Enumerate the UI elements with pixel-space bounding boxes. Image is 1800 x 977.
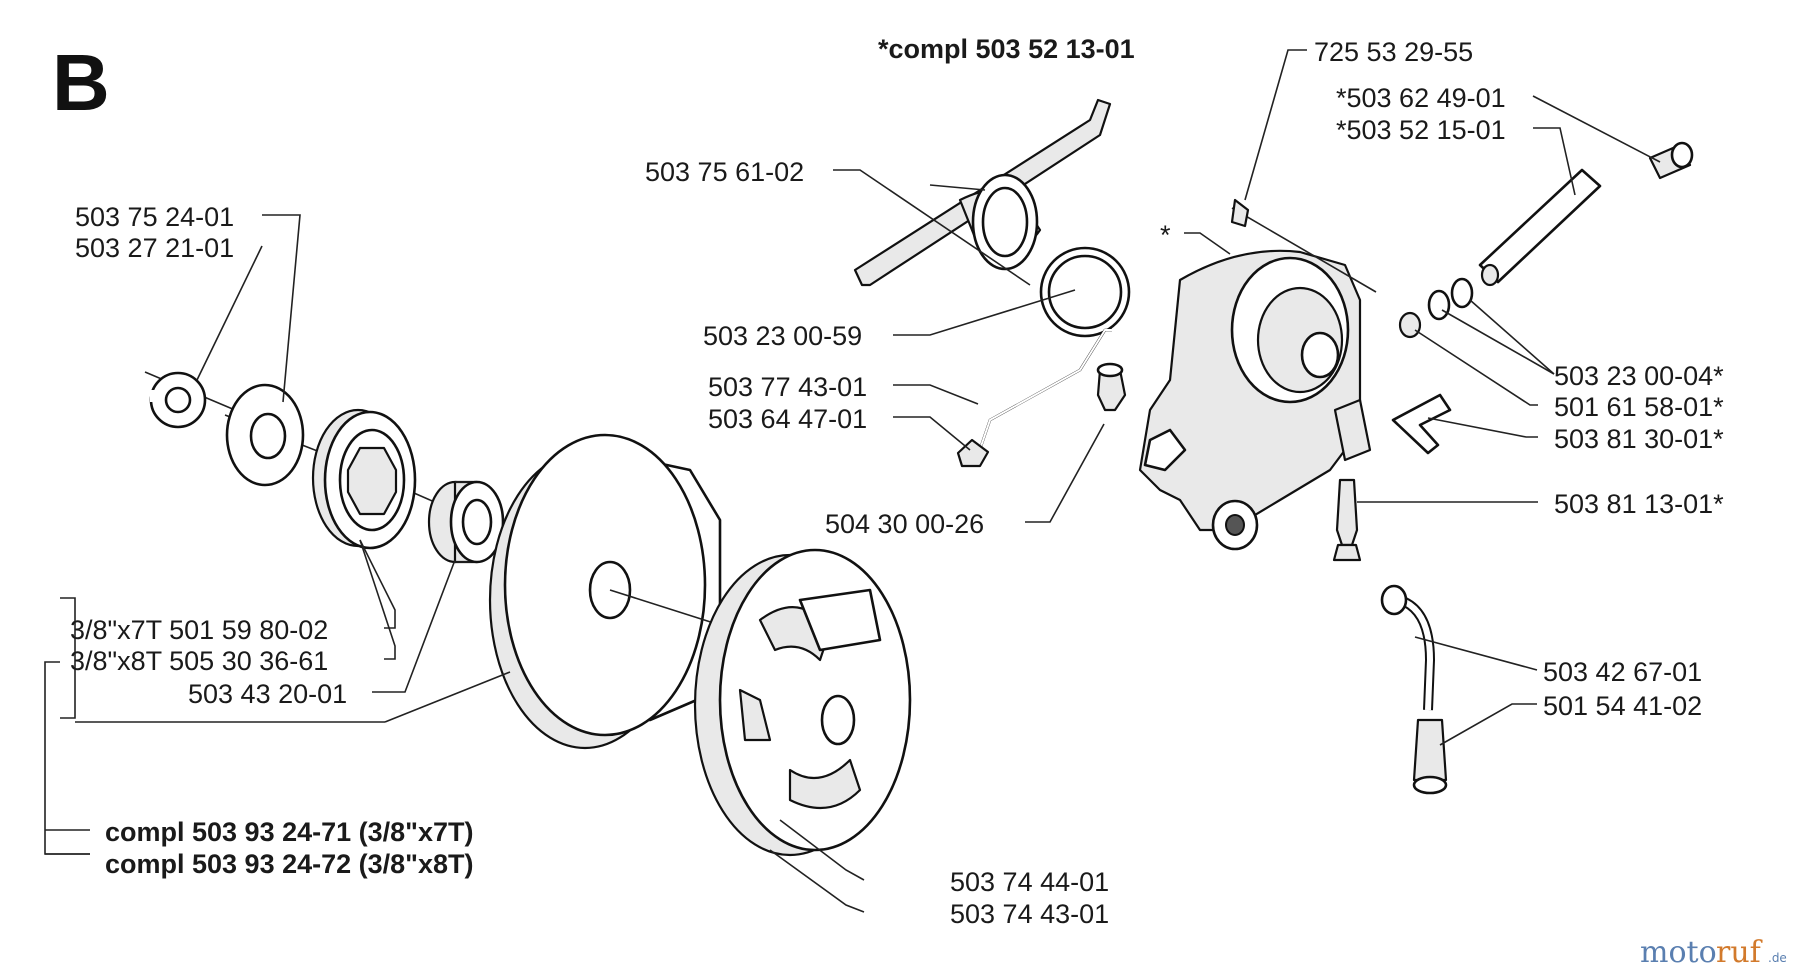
label-504-30-00-26: 504 30 00-26 (825, 509, 984, 539)
label-725-53-29-55: 725 53 29-55 (1314, 37, 1473, 67)
label-503-75-24-01: 503 75 24-01 (75, 202, 234, 232)
label-503-77-43-01: 503 77 43-01 (708, 372, 867, 402)
leader-lines (44, 49, 1661, 913)
label-501-61-58-01: 501 61 58-01* (1554, 392, 1724, 422)
needle-bearing-part (427, 480, 521, 564)
label-503-52-15-01: *503 52 15-01 (1336, 115, 1506, 145)
label-503-43-20-01: 503 43 20-01 (188, 679, 347, 709)
label-503-74-44-01: 503 74 44-01 (950, 867, 1109, 897)
plate-part (1391, 393, 1452, 455)
watermark-suffix: .de (1768, 951, 1787, 965)
label-503-81-30-01: 503 81 30-01* (1554, 424, 1724, 454)
assembly-header: *compl 503 52 13-01 (878, 34, 1135, 64)
watermark-part1: moto (1640, 935, 1717, 970)
label-503-74-43-01: 503 74 43-01 (950, 899, 1109, 929)
rim-sprocket-part (311, 408, 431, 550)
label-503-62-49-01: *503 62 49-01 (1336, 83, 1506, 113)
worm-gear-part (853, 98, 1112, 287)
label-503-64-47-01: 503 64 47-01 (708, 404, 867, 434)
circlip-part (144, 371, 236, 429)
washer-part (224, 383, 321, 487)
motoruf-watermark: moto ruf .de (1640, 935, 1787, 970)
washers-part (1398, 277, 1474, 339)
label-505-30-36-61: 3/8"x8T 505 30 36-61 (70, 646, 328, 676)
nozzle-part (1096, 362, 1127, 412)
clutch-assembly-7t: compl 503 93 24-71 (3/8"x7T) (105, 817, 474, 847)
pump-plunger-part (1478, 141, 1694, 287)
label-503-81-13-01: 503 81 13-01* (1554, 489, 1724, 519)
oil-filter-part (1412, 718, 1448, 795)
label-503-27-21-01: 503 27 21-01 (75, 233, 234, 263)
label-503-23-00-04: 503 23 00-04* (1554, 361, 1724, 391)
screw-part (1230, 198, 1377, 293)
section-letter: B (52, 38, 110, 127)
clutch-part (693, 548, 912, 857)
clutch-assembly-8t: compl 503 93 24-72 (3/8"x8T) (105, 849, 474, 879)
o-ring-part (1039, 246, 1131, 338)
watermark-part2: ruf (1716, 935, 1763, 970)
pump-housing-part (1138, 249, 1372, 551)
adjust-screw-part (1332, 478, 1362, 562)
label-501-59-80-02: 3/8"x7T 501 59 80-02 (70, 615, 328, 645)
suction-hose-part (1380, 584, 1436, 711)
label-503-23-00-59: 503 23 00-59 (703, 321, 862, 351)
clutch-drum-part (488, 433, 831, 750)
label-503-42-67-01: 503 42 67-01 (1543, 657, 1702, 687)
label-503-75-61-02: 503 75 61-02 (645, 157, 804, 187)
oil-pipe-part (956, 328, 1112, 468)
label-asterisk: * (1160, 220, 1171, 250)
label-501-54-41-02: 501 54 41-02 (1543, 691, 1702, 721)
